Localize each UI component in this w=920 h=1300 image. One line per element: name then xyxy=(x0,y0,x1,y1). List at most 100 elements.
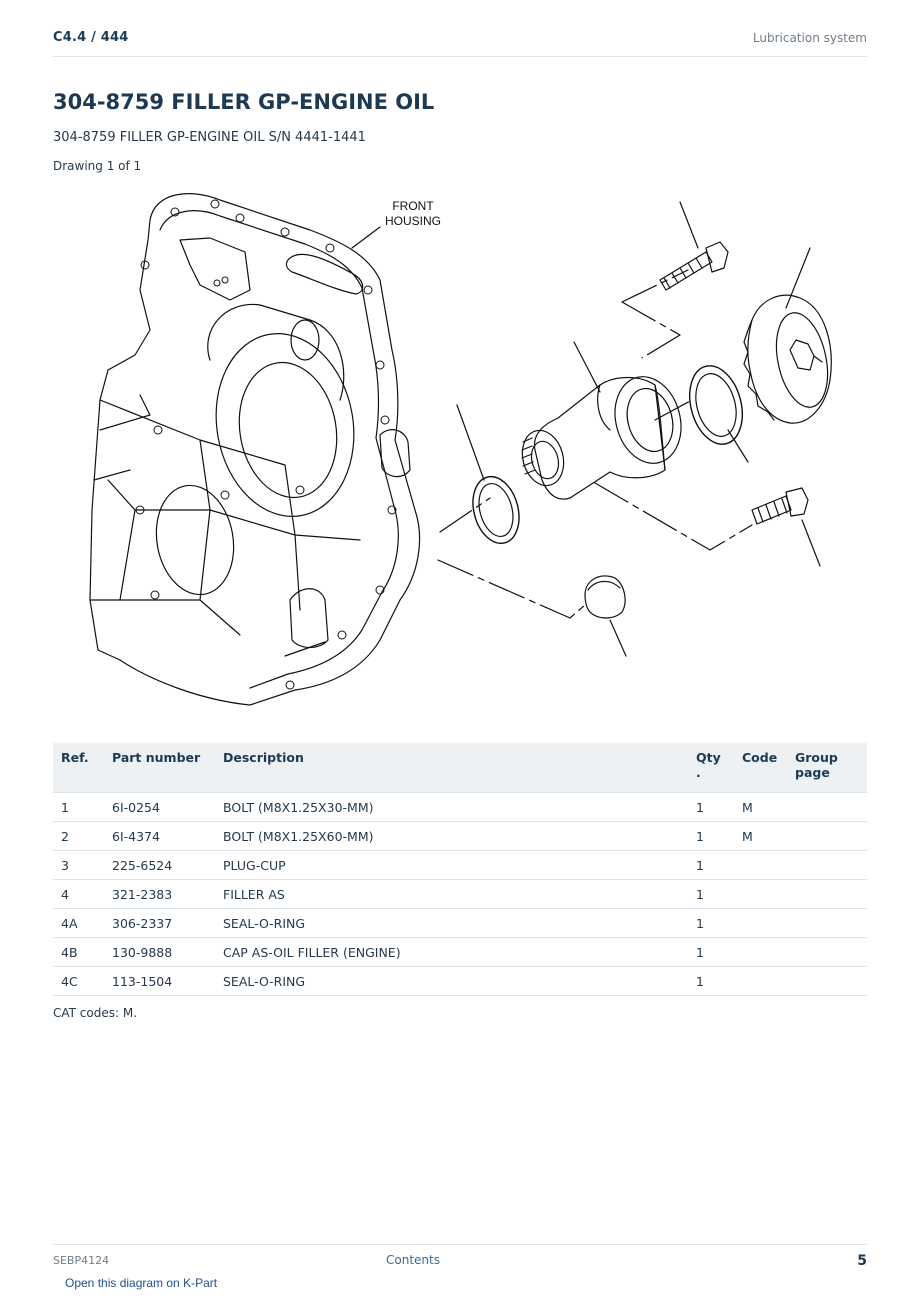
cell-description: BOLT (M8X1.25X60-MM) xyxy=(215,821,688,851)
oil-filler-threads xyxy=(521,437,536,475)
cell-ref: 4C xyxy=(53,966,104,996)
cell-group-page xyxy=(787,821,867,851)
table-row: 3 225-6524 PLUG-CUP 1 xyxy=(53,850,867,880)
front-housing-label-line1: FRONT xyxy=(392,199,434,213)
housing-left-window xyxy=(179,237,251,301)
cat-codes-note: CAT codes: M. xyxy=(53,1006,138,1020)
cell-qty: 1 xyxy=(688,879,734,909)
cell-group-page xyxy=(787,850,867,880)
cell-description: BOLT (M8X1.25X30-MM) xyxy=(215,792,688,822)
housing-hub xyxy=(207,303,345,401)
callout-leader-housing xyxy=(351,226,381,249)
o-ring-seal-left-inner xyxy=(478,482,514,538)
cell-part-number: 306-2337 xyxy=(104,908,215,938)
callout-leader-filler xyxy=(573,341,601,393)
cell-group-page xyxy=(787,879,867,909)
table-row: 4B 130-9888 CAP AS-OIL FILLER (ENGINE) 1 xyxy=(53,937,867,967)
doc-number: SEBP4124 xyxy=(53,1254,110,1267)
cell-code xyxy=(734,850,787,880)
page-header: C4.4 / 444 Lubrication system xyxy=(53,28,867,57)
callout-leader-bolt-upper xyxy=(679,201,699,249)
oil-filler-spigot-inner xyxy=(530,440,560,480)
oil-can-icon xyxy=(789,339,823,371)
cell-code xyxy=(734,937,787,967)
cell-qty: 1 xyxy=(688,792,734,822)
col-header-description: Description xyxy=(215,743,688,793)
housing-boss-right xyxy=(379,429,411,478)
oil-filler-mouth xyxy=(614,376,682,464)
bolt-lower xyxy=(751,487,809,525)
cell-group-page xyxy=(787,966,867,996)
callout-leader-seal-left xyxy=(456,404,485,481)
contents-link[interactable]: Contents xyxy=(386,1253,440,1267)
cell-description: SEAL-O-RING xyxy=(215,966,688,996)
o-ring-seal-right xyxy=(689,365,743,445)
assembly-dashed-lines xyxy=(437,269,753,619)
col-header-ref: Ref. xyxy=(53,743,104,793)
drawing-label: Drawing 1 of 1 xyxy=(53,159,142,173)
parts-table-header: Ref. Part number Description Qty. Code G… xyxy=(53,743,867,793)
open-kpart-link[interactable]: Open this diagram on K-Part xyxy=(65,1276,218,1290)
cell-ref: 3 xyxy=(53,850,104,880)
cell-ref: 4A xyxy=(53,908,104,938)
cell-code: M xyxy=(734,821,787,851)
page-subtitle: 304-8759 FILLER GP-ENGINE OIL S/N 4441-1… xyxy=(53,130,366,145)
oil-filler-body xyxy=(533,376,666,500)
cup-plug-rim xyxy=(587,580,621,591)
cell-group-page xyxy=(787,792,867,822)
cell-code: M xyxy=(734,792,787,822)
callout-leader-cap xyxy=(785,247,811,309)
housing-ribs xyxy=(89,394,361,636)
housing-boss-lower xyxy=(289,588,329,649)
cell-part-number: 6I-0254 xyxy=(104,792,215,822)
cell-description: FILLER AS xyxy=(215,879,688,909)
housing-back-flange xyxy=(89,219,151,661)
section-id: C4.4 / 444 xyxy=(53,30,129,45)
page-number: 5 xyxy=(857,1253,867,1269)
housing-bore-lower xyxy=(155,484,235,596)
housing-bolt-holes xyxy=(135,199,397,690)
o-ring-seal-right-inner xyxy=(695,373,737,437)
housing-top-slot xyxy=(285,253,364,295)
cell-description: SEAL-O-RING xyxy=(215,908,688,938)
page-title: 304-8759 FILLER GP-ENGINE OIL xyxy=(53,90,435,114)
cell-ref: 4 xyxy=(53,879,104,909)
cell-ref: 4B xyxy=(53,937,104,967)
parts-diagram: FRONT HOUSING xyxy=(80,180,860,720)
cell-ref: 1 xyxy=(53,792,104,822)
cell-part-number: 6I-4374 xyxy=(104,821,215,851)
page-footer: SEBP4124 Contents 5 xyxy=(53,1244,867,1275)
cell-part-number: 321-2383 xyxy=(104,879,215,909)
cell-part-number: 113-1504 xyxy=(104,966,215,996)
cell-code xyxy=(734,966,787,996)
parts-table: Ref. Part number Description Qty. Code G… xyxy=(53,743,867,996)
callout-leader-bore xyxy=(284,641,326,657)
col-header-code: Code xyxy=(734,743,787,793)
cell-code xyxy=(734,908,787,938)
oil-filler-cap xyxy=(747,294,832,424)
housing-bore-large xyxy=(215,333,355,517)
bolt-upper xyxy=(659,241,729,291)
cell-qty: 1 xyxy=(688,821,734,851)
oil-filler-mouth-inner xyxy=(626,387,674,453)
table-row: 4A 306-2337 SEAL-O-RING 1 xyxy=(53,908,867,938)
oil-filler-cap-grip xyxy=(743,319,775,421)
table-row: 4 321-2383 FILLER AS 1 xyxy=(53,879,867,909)
callout-leader-plug xyxy=(609,619,627,657)
cell-qty: 1 xyxy=(688,937,734,967)
cell-group-page xyxy=(787,937,867,967)
cell-group-page xyxy=(787,908,867,938)
cell-description: CAP AS-OIL FILLER (ENGINE) xyxy=(215,937,688,967)
front-housing-outline xyxy=(119,193,421,706)
col-header-part-number: Part number xyxy=(104,743,215,793)
cell-qty: 1 xyxy=(688,966,734,996)
cell-ref: 2 xyxy=(53,821,104,851)
oil-filler-spigot xyxy=(521,429,565,487)
table-row: 4C 113-1504 SEAL-O-RING 1 xyxy=(53,966,867,996)
front-housing-inner xyxy=(159,210,399,689)
cell-part-number: 225-6524 xyxy=(104,850,215,880)
cell-qty: 1 xyxy=(688,908,734,938)
cell-part-number: 130-9888 xyxy=(104,937,215,967)
housing-bore-large-inner xyxy=(238,361,338,499)
